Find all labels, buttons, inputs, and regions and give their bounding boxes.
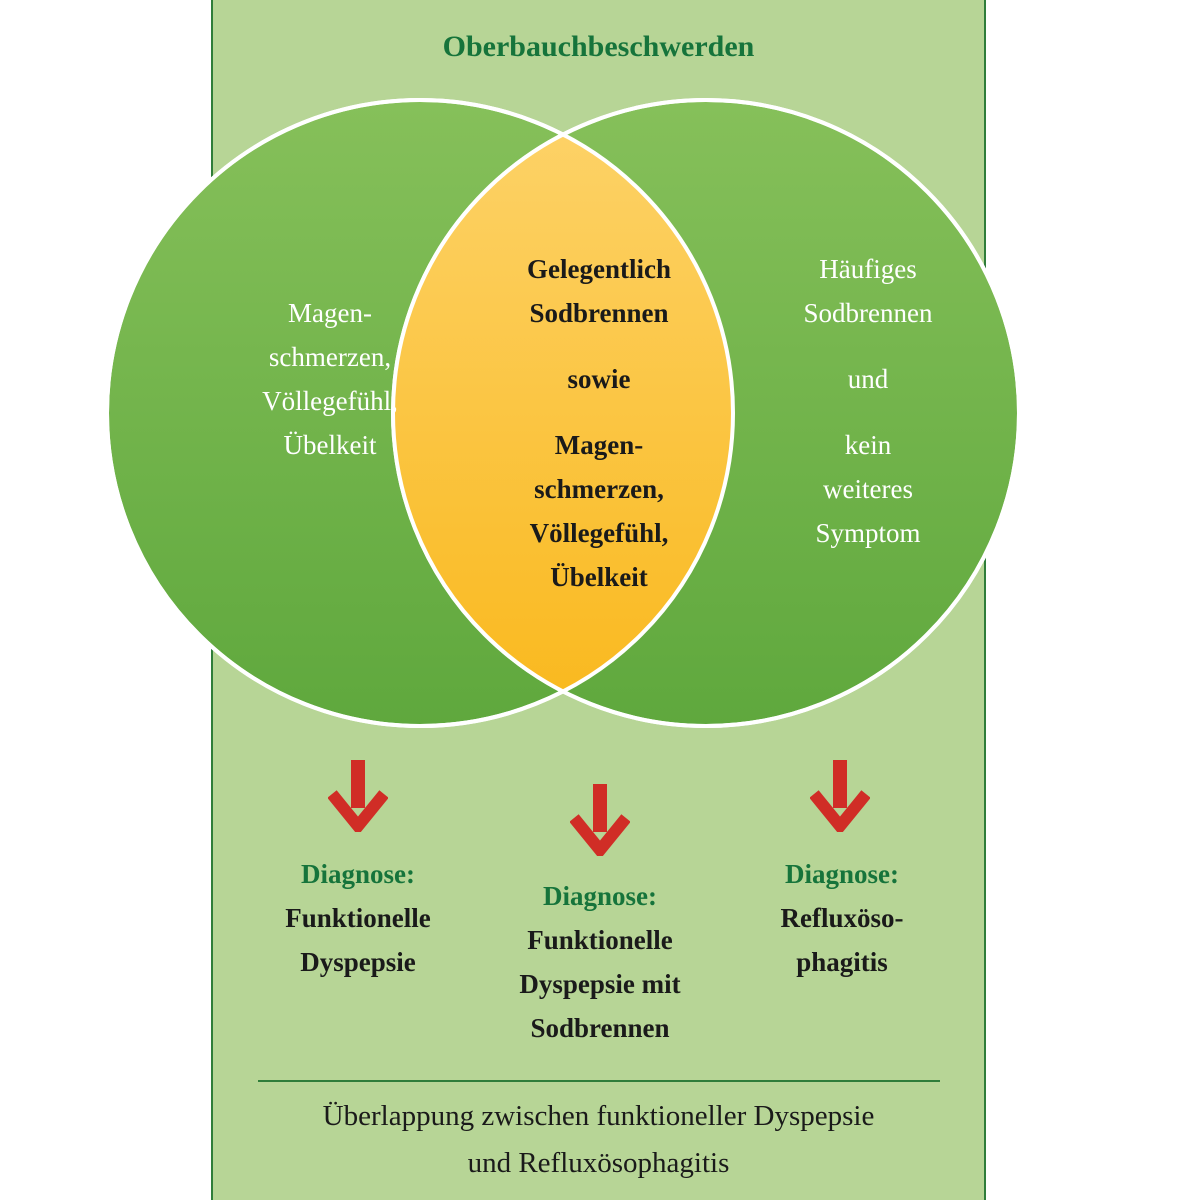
- right-circle-text: Häufiges Sodbrennen und kein weiteres Sy…: [748, 247, 988, 555]
- footer-caption: Überlappung zwischen funktioneller Dyspe…: [211, 1093, 986, 1187]
- diagnosis-line: Funktionelle: [285, 903, 431, 933]
- right-connector: und: [847, 364, 889, 394]
- left-line: schmerzen,: [268, 342, 392, 372]
- diagnosis-label: Diagnose:: [543, 881, 657, 911]
- footer-line: und Refluxösophagitis: [467, 1147, 730, 1179]
- diagnosis-label: Diagnose:: [785, 859, 899, 889]
- left-line: Übelkeit: [283, 430, 377, 460]
- diagnosis-line: Dyspepsie: [300, 947, 416, 977]
- diagnosis-line: Refluxöso-: [780, 903, 904, 933]
- overlap-line: Völlegefühl,: [529, 518, 669, 548]
- down-arrow-icon: [328, 760, 388, 832]
- overlap-line: Übelkeit: [550, 562, 648, 592]
- diagnosis-line: Dyspepsie mit: [519, 969, 681, 999]
- divider: [258, 1080, 940, 1082]
- overlap-connector: sowie: [567, 364, 631, 394]
- right-line: kein: [844, 430, 892, 460]
- diagram-title: Oberbauchbeschwerden: [442, 30, 755, 63]
- down-arrow-icon: [570, 784, 630, 856]
- diagnosis-functional-dyspepsia: Diagnose: Funktionelle Dyspepsie: [238, 852, 478, 984]
- overlap-line: schmerzen,: [534, 474, 664, 504]
- overlap-line: Gelegentlich: [527, 254, 671, 284]
- right-line: weiteres: [823, 474, 913, 504]
- left-line: Völlegefühl,: [262, 386, 398, 416]
- left-circle-text: Magen- schmerzen, Völlegefühl, Übelkeit: [215, 291, 445, 467]
- right-line: Häufiges: [819, 254, 917, 284]
- footer-line: Überlappung zwischen funktioneller Dyspe…: [322, 1100, 875, 1132]
- right-line: Symptom: [815, 518, 921, 548]
- left-line: Magen-: [288, 298, 372, 328]
- down-arrow-icon: [810, 760, 870, 832]
- overlap-region: [393, 100, 733, 726]
- diagnosis-label: Diagnose:: [301, 859, 415, 889]
- diagnosis-line: Funktionelle: [527, 925, 673, 955]
- diagnosis-dyspepsia-heartburn: Diagnose: Funktionelle Dyspepsie mit Sod…: [470, 874, 730, 1050]
- overlap-text: Gelegentlich Sodbrennen sowie Magen- sch…: [468, 247, 730, 599]
- diagnosis-line: Sodbrennen: [530, 1013, 670, 1043]
- right-line: Sodbrennen: [803, 298, 933, 328]
- overlap-line: Magen-: [554, 430, 644, 460]
- diagnosis-line: phagitis: [796, 947, 888, 977]
- diagnosis-reflux-esophagitis: Diagnose: Refluxöso- phagitis: [722, 852, 962, 984]
- overlap-line: Sodbrennen: [529, 298, 669, 328]
